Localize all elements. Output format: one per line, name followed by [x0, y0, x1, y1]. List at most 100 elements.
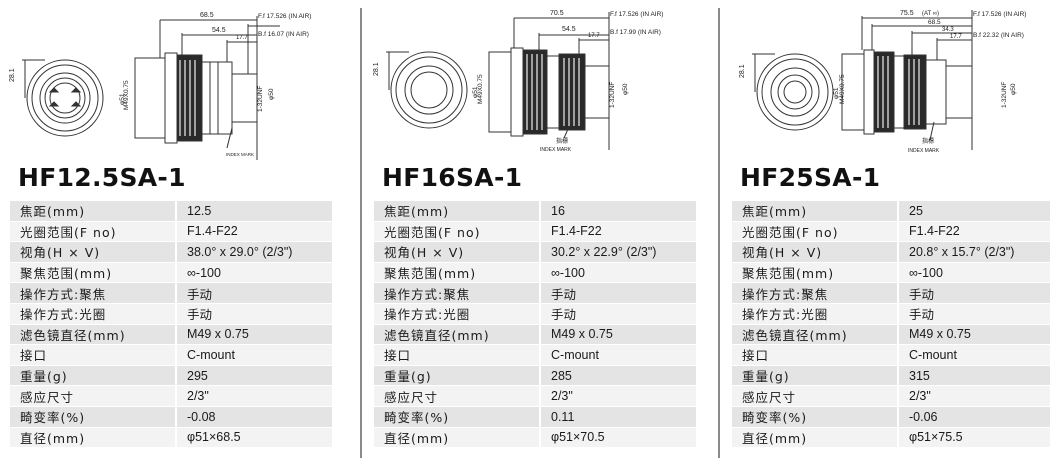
- spec-value: 30.2° x 22.9° (2/3"): [539, 241, 696, 263]
- d50-label: φ50: [268, 88, 275, 100]
- spec-label: 操作方式:聚焦: [374, 282, 540, 304]
- index-mark-label: INDEX MARK: [226, 152, 254, 157]
- spec-value: 295: [175, 365, 332, 387]
- spec-row-fov: 视角(H × V)20.8° x 15.7° (2/3"): [732, 241, 1050, 263]
- spec-row-focus-range: 聚焦范围(mm)∞-100: [732, 262, 1050, 284]
- spec-label: 直径(mm): [374, 427, 540, 449]
- spec-label: 焦距(mm): [374, 201, 540, 222]
- dim-total: 70.5: [550, 10, 564, 17]
- spec-value: 手动: [175, 282, 332, 304]
- bf-label: B.f 22.32 (IN AIR): [973, 32, 1024, 39]
- lens-drawing: 28.1 70.5 54.5: [364, 0, 699, 165]
- dim-total: 68.5: [200, 12, 214, 19]
- spec-row-distortion: 畸变率(%)0.11: [374, 406, 696, 428]
- spec-label: 重量(g): [374, 365, 540, 387]
- spec-value: 315: [897, 365, 1050, 387]
- thread-label: M49X0.75: [839, 74, 846, 104]
- spec-label: 直径(mm): [10, 427, 176, 449]
- spec-value: 38.0° x 29.0° (2/3"): [175, 241, 332, 263]
- spec-row-focal: 焦距(mm)16: [374, 201, 696, 222]
- spec-row-weight: 重量(g)285: [374, 365, 696, 387]
- dim-mid: 54.5: [562, 26, 576, 33]
- spec-row-aperture: 光圈范围(F no)F1.4-F22: [732, 221, 1050, 243]
- spec-row-diameter: 直径(mm)φ51×68.5: [10, 427, 332, 449]
- spec-row-aperture: 光圈范围(F no)F1.4-F22: [10, 221, 332, 243]
- spec-row-focal: 焦距(mm)25: [732, 201, 1050, 222]
- spec-label: 直径(mm): [732, 427, 898, 449]
- spec-row-distortion: 畸变率(%)-0.08: [10, 406, 332, 428]
- spec-label: 操作方式:聚焦: [10, 282, 176, 304]
- spec-label: 感应尺寸: [10, 385, 176, 407]
- ff-label: F.f 17.526 (IN AIR): [973, 11, 1026, 18]
- index-mark-label: INDEX MARK: [540, 147, 572, 153]
- lens-panel-hf16: 28.1 70.5 54.5: [364, 0, 699, 458]
- spec-value: M49 x 0.75: [175, 324, 332, 346]
- spec-row-weight: 重量(g)315: [732, 365, 1050, 387]
- spec-row-focal: 焦距(mm)12.5: [10, 201, 332, 222]
- lens-drawing: 28.1 68.5: [0, 0, 335, 165]
- spec-table: 焦距(mm)12.5 光圈范围(F no)F1.4-F22 视角(H × V)3…: [10, 201, 332, 449]
- spec-row-op-iris: 操作方式:光圈手动: [732, 303, 1050, 325]
- spec-row-filter: 滤色镜直径(mm)M49 x 0.75: [10, 324, 332, 346]
- model-title: HF12.5SA-1: [18, 163, 186, 192]
- spec-row-distortion: 畸变率(%)-0.06: [732, 406, 1050, 428]
- spec-label: 滤色镜直径(mm): [732, 324, 898, 346]
- lens-technical-drawing: 28.1 68.5: [9, 12, 311, 160]
- spec-value: 手动: [897, 303, 1050, 325]
- spec-row-fov: 视角(H × V)38.0° x 29.0° (2/3"): [10, 241, 332, 263]
- spec-value: C-mount: [175, 344, 332, 366]
- spec-label: 重量(g): [732, 365, 898, 387]
- spec-value: F1.4-F22: [175, 221, 332, 243]
- d51-label: φ51: [833, 87, 840, 99]
- spec-value: 手动: [539, 303, 696, 325]
- spec-row-focus-range: 聚焦范围(mm)∞-100: [374, 262, 696, 284]
- spec-row-op-iris: 操作方式:光圈手动: [374, 303, 696, 325]
- spec-value: 16: [539, 201, 696, 222]
- ff-label: F.f 17.526 (IN AIR): [258, 13, 311, 20]
- mount-thread-label: 1-32UNF: [257, 86, 264, 112]
- spec-label: 光圈范围(F no): [374, 221, 540, 243]
- dim-tiny: 17.7: [950, 34, 962, 40]
- spec-value: ∞-100: [897, 262, 1050, 284]
- spec-value: M49 x 0.75: [897, 324, 1050, 346]
- index-mark-cn: 指標: [922, 137, 934, 145]
- spec-value: ∞-100: [175, 262, 332, 284]
- side-dim-label: 28.1: [739, 64, 746, 78]
- dim-small: 17.7: [236, 35, 248, 41]
- thread-label: M49X0.75: [123, 80, 130, 110]
- front-view: [752, 53, 834, 131]
- spec-value: 手动: [897, 282, 1050, 304]
- spec-value: -0.08: [175, 406, 332, 428]
- mount-thread-label: 1-32UNF: [1001, 82, 1008, 108]
- dim-small: 17.7: [588, 33, 600, 39]
- spec-value: 手动: [539, 282, 696, 304]
- spec-value: ∞-100: [539, 262, 696, 284]
- side-dim-label: 28.1: [9, 68, 16, 82]
- panel-divider: [718, 8, 720, 458]
- spec-label: 聚焦范围(mm): [374, 262, 540, 284]
- spec-label: 操作方式:聚焦: [732, 282, 898, 304]
- bf-label: B.f 17.99 (IN AIR): [610, 29, 661, 36]
- ff-label: F.f 17.526 (IN AIR): [610, 11, 663, 18]
- spec-label: 操作方式:光圈: [10, 303, 176, 325]
- spec-label: 视角(H × V): [374, 241, 540, 263]
- spec-value: φ51×75.5: [897, 427, 1050, 449]
- spec-label: 聚焦范围(mm): [10, 262, 176, 284]
- dim-total: 75.5: [900, 10, 914, 17]
- spec-value: -0.06: [897, 406, 1050, 428]
- spec-label: 视角(H × V): [732, 241, 898, 263]
- model-title: HF16SA-1: [382, 163, 523, 192]
- spec-value: 285: [539, 365, 696, 387]
- spec-value: 2/3": [897, 385, 1050, 407]
- dim-mid: 68.5: [928, 19, 941, 26]
- spec-label: 聚焦范围(mm): [732, 262, 898, 284]
- at-infinity: (AT ∞): [922, 11, 939, 17]
- spec-row-fov: 视角(H × V)30.2° x 22.9° (2/3"): [374, 241, 696, 263]
- spec-value: C-mount: [539, 344, 696, 366]
- d50-label: φ50: [1010, 83, 1017, 95]
- spec-value: F1.4-F22: [539, 221, 696, 243]
- spec-row-filter: 滤色镜直径(mm)M49 x 0.75: [732, 324, 1050, 346]
